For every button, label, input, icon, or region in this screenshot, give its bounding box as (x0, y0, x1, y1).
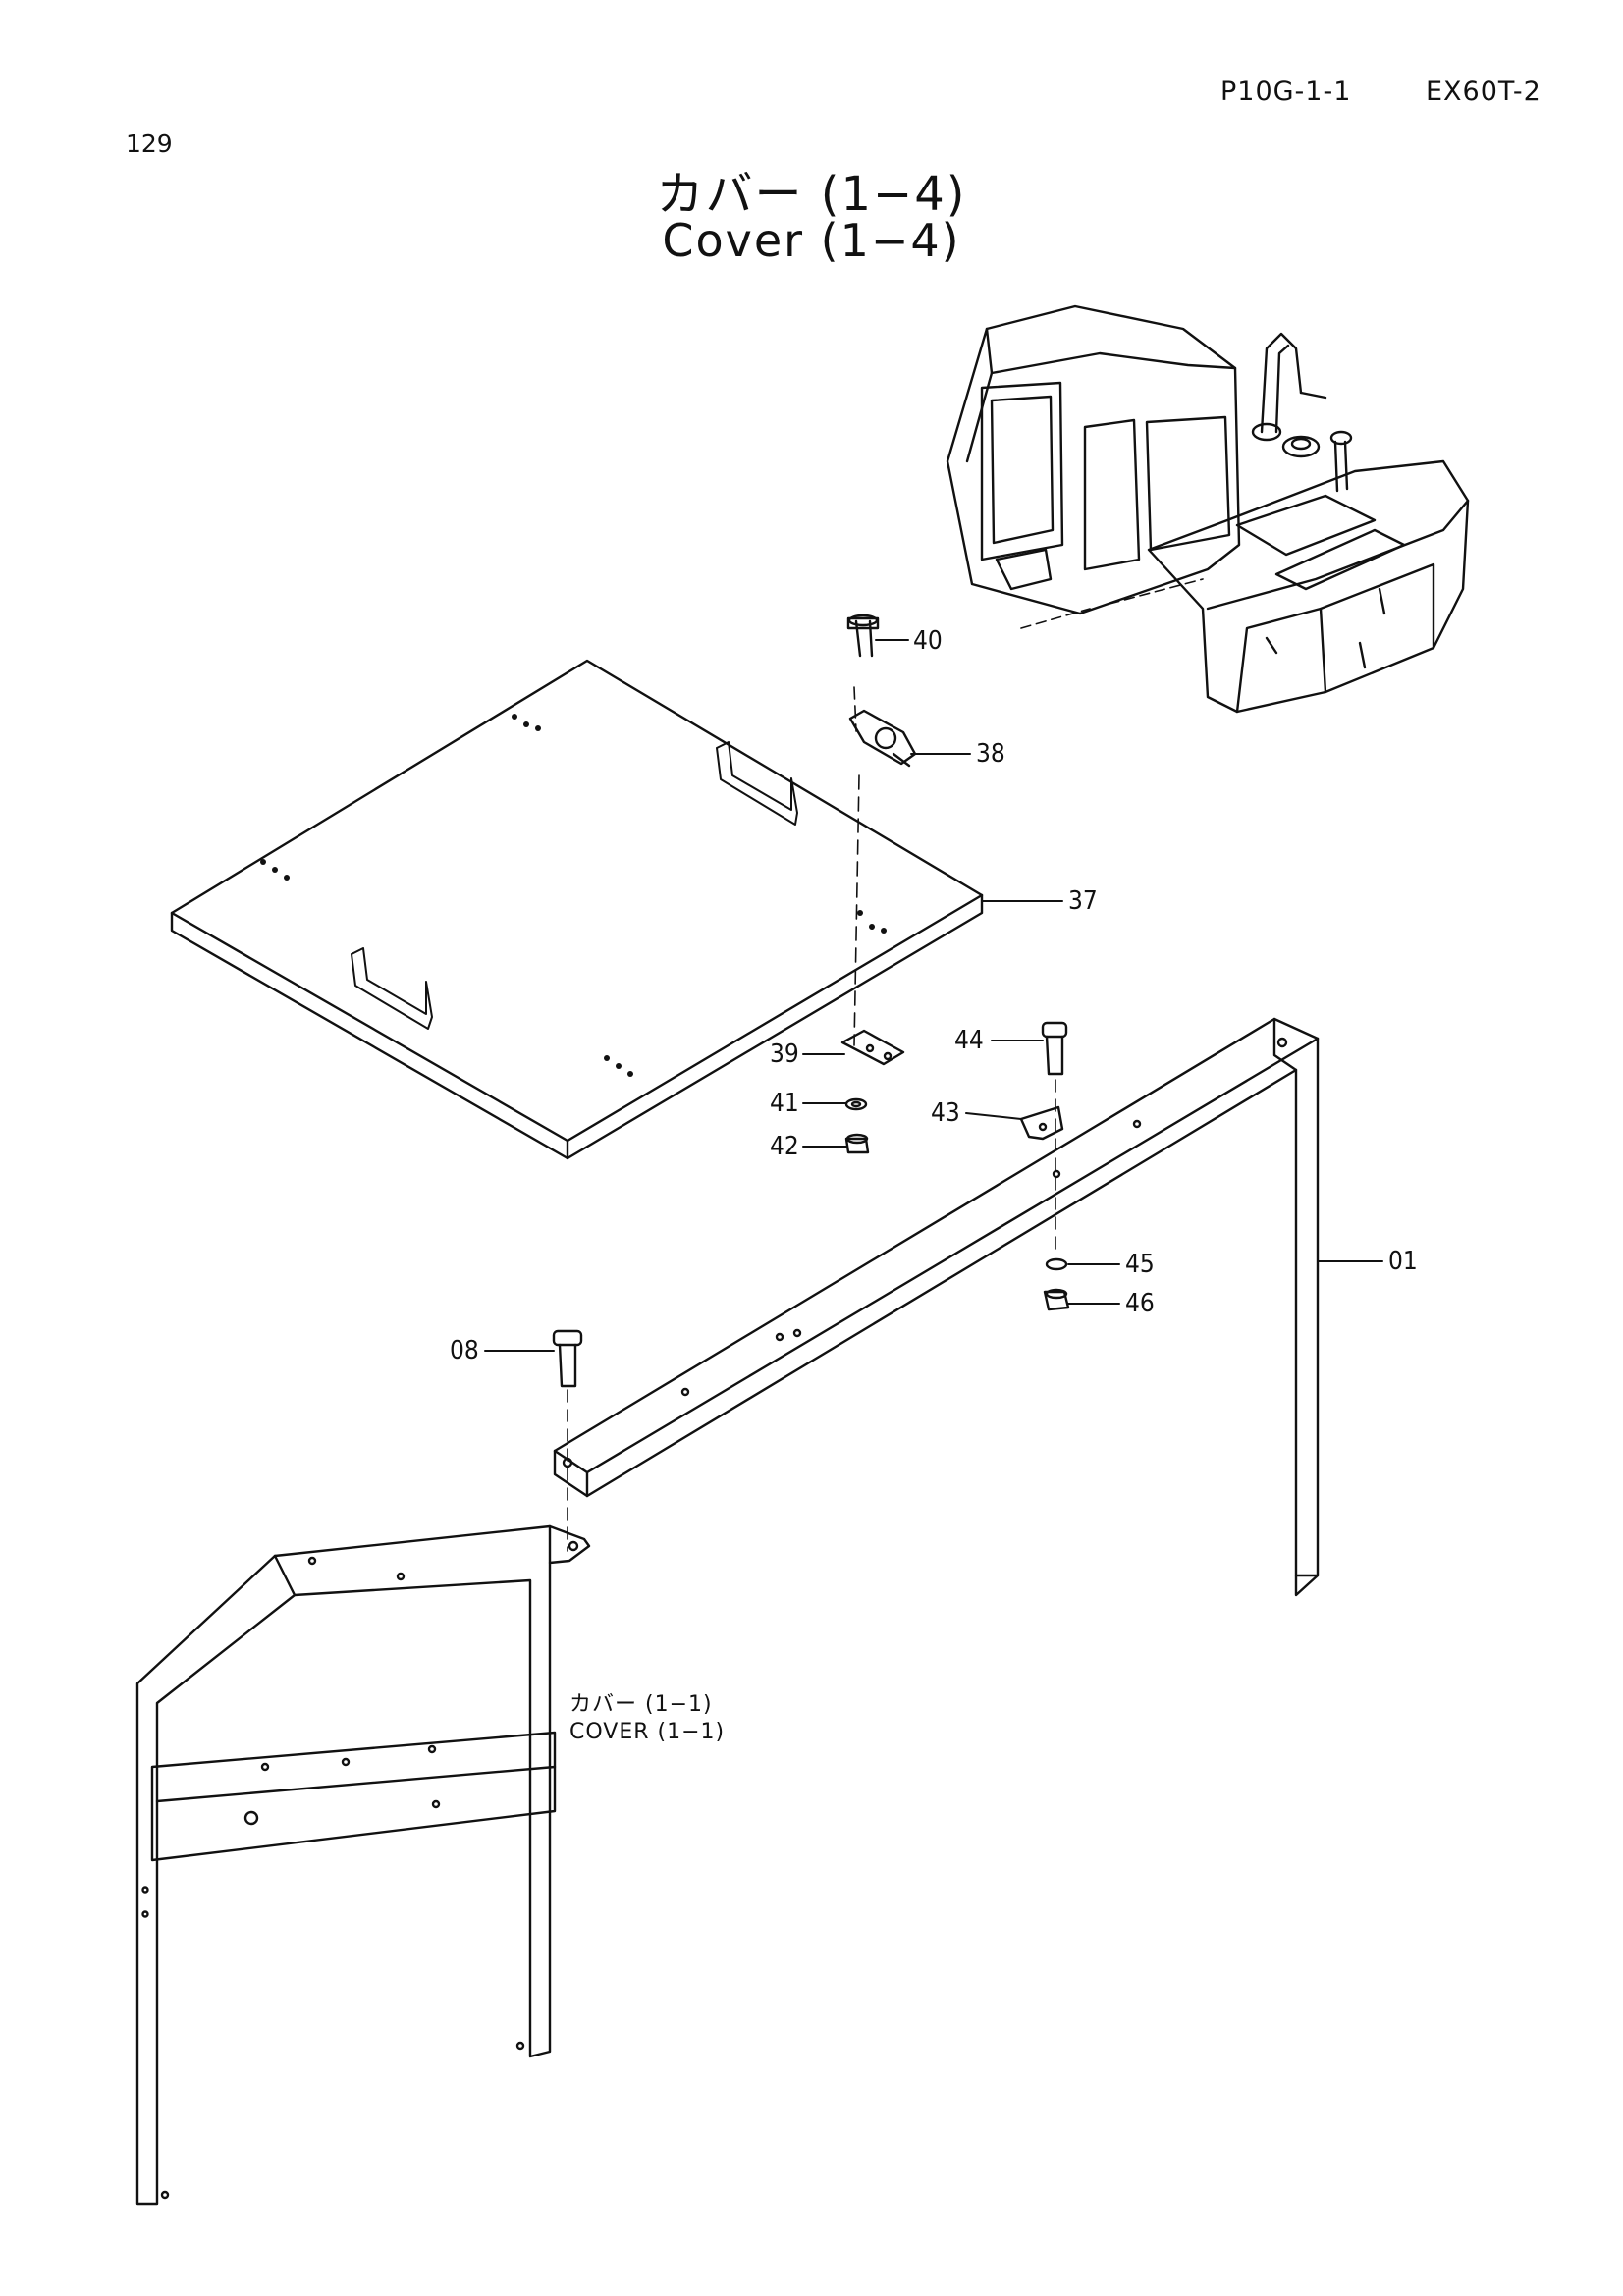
leader-lines (484, 639, 1383, 1352)
callout-01: 01 (1388, 1247, 1418, 1276)
callout-42: 42 (770, 1132, 799, 1161)
callout-43: 43 (931, 1098, 960, 1128)
callout-38: 38 (976, 739, 1005, 769)
callout-45: 45 (1125, 1250, 1155, 1279)
callout-08: 08 (450, 1336, 479, 1365)
title-japanese: カバー (1−4) (656, 167, 967, 222)
lower-frame (135, 1524, 591, 2206)
excavator-overview (946, 304, 1470, 714)
page-number: 129 (126, 130, 173, 158)
callout-39: 39 (770, 1040, 799, 1069)
callout-41: 41 (770, 1089, 799, 1118)
callout-46: 46 (1125, 1289, 1155, 1318)
page-code: P10G-1-1 (1220, 77, 1352, 107)
support-frame (552, 1017, 1320, 1597)
title-english: Cover (1−4) (662, 214, 961, 267)
cover-plate (170, 659, 984, 1160)
reference-english: COVER (1−1) (569, 1720, 726, 1744)
callout-44: 44 (954, 1026, 984, 1055)
callout-37: 37 (1068, 886, 1098, 916)
callout-40: 40 (913, 626, 943, 656)
reference-japanese: カバー (1−1) (569, 1692, 713, 1717)
model-code: EX60T-2 (1426, 77, 1542, 107)
hinge-assembly (840, 614, 917, 1154)
